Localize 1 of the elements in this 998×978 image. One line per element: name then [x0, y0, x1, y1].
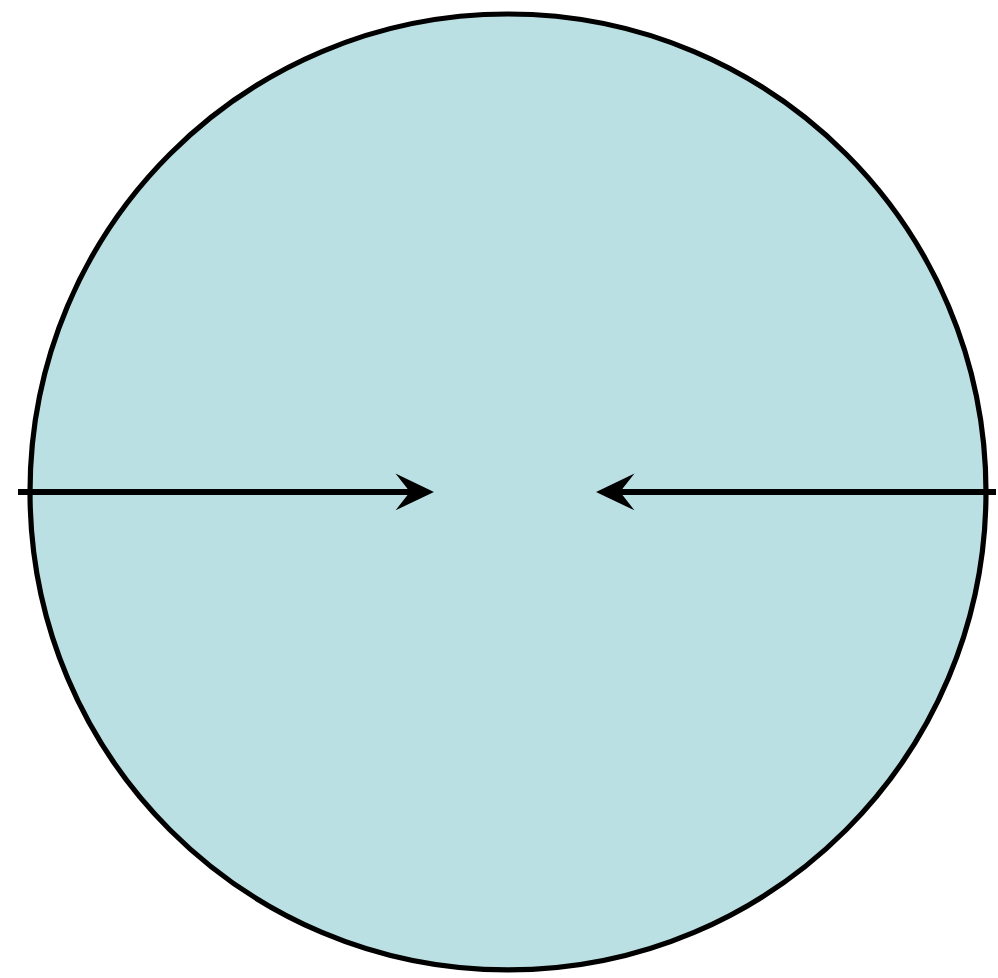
circle-shape — [27, 11, 989, 973]
